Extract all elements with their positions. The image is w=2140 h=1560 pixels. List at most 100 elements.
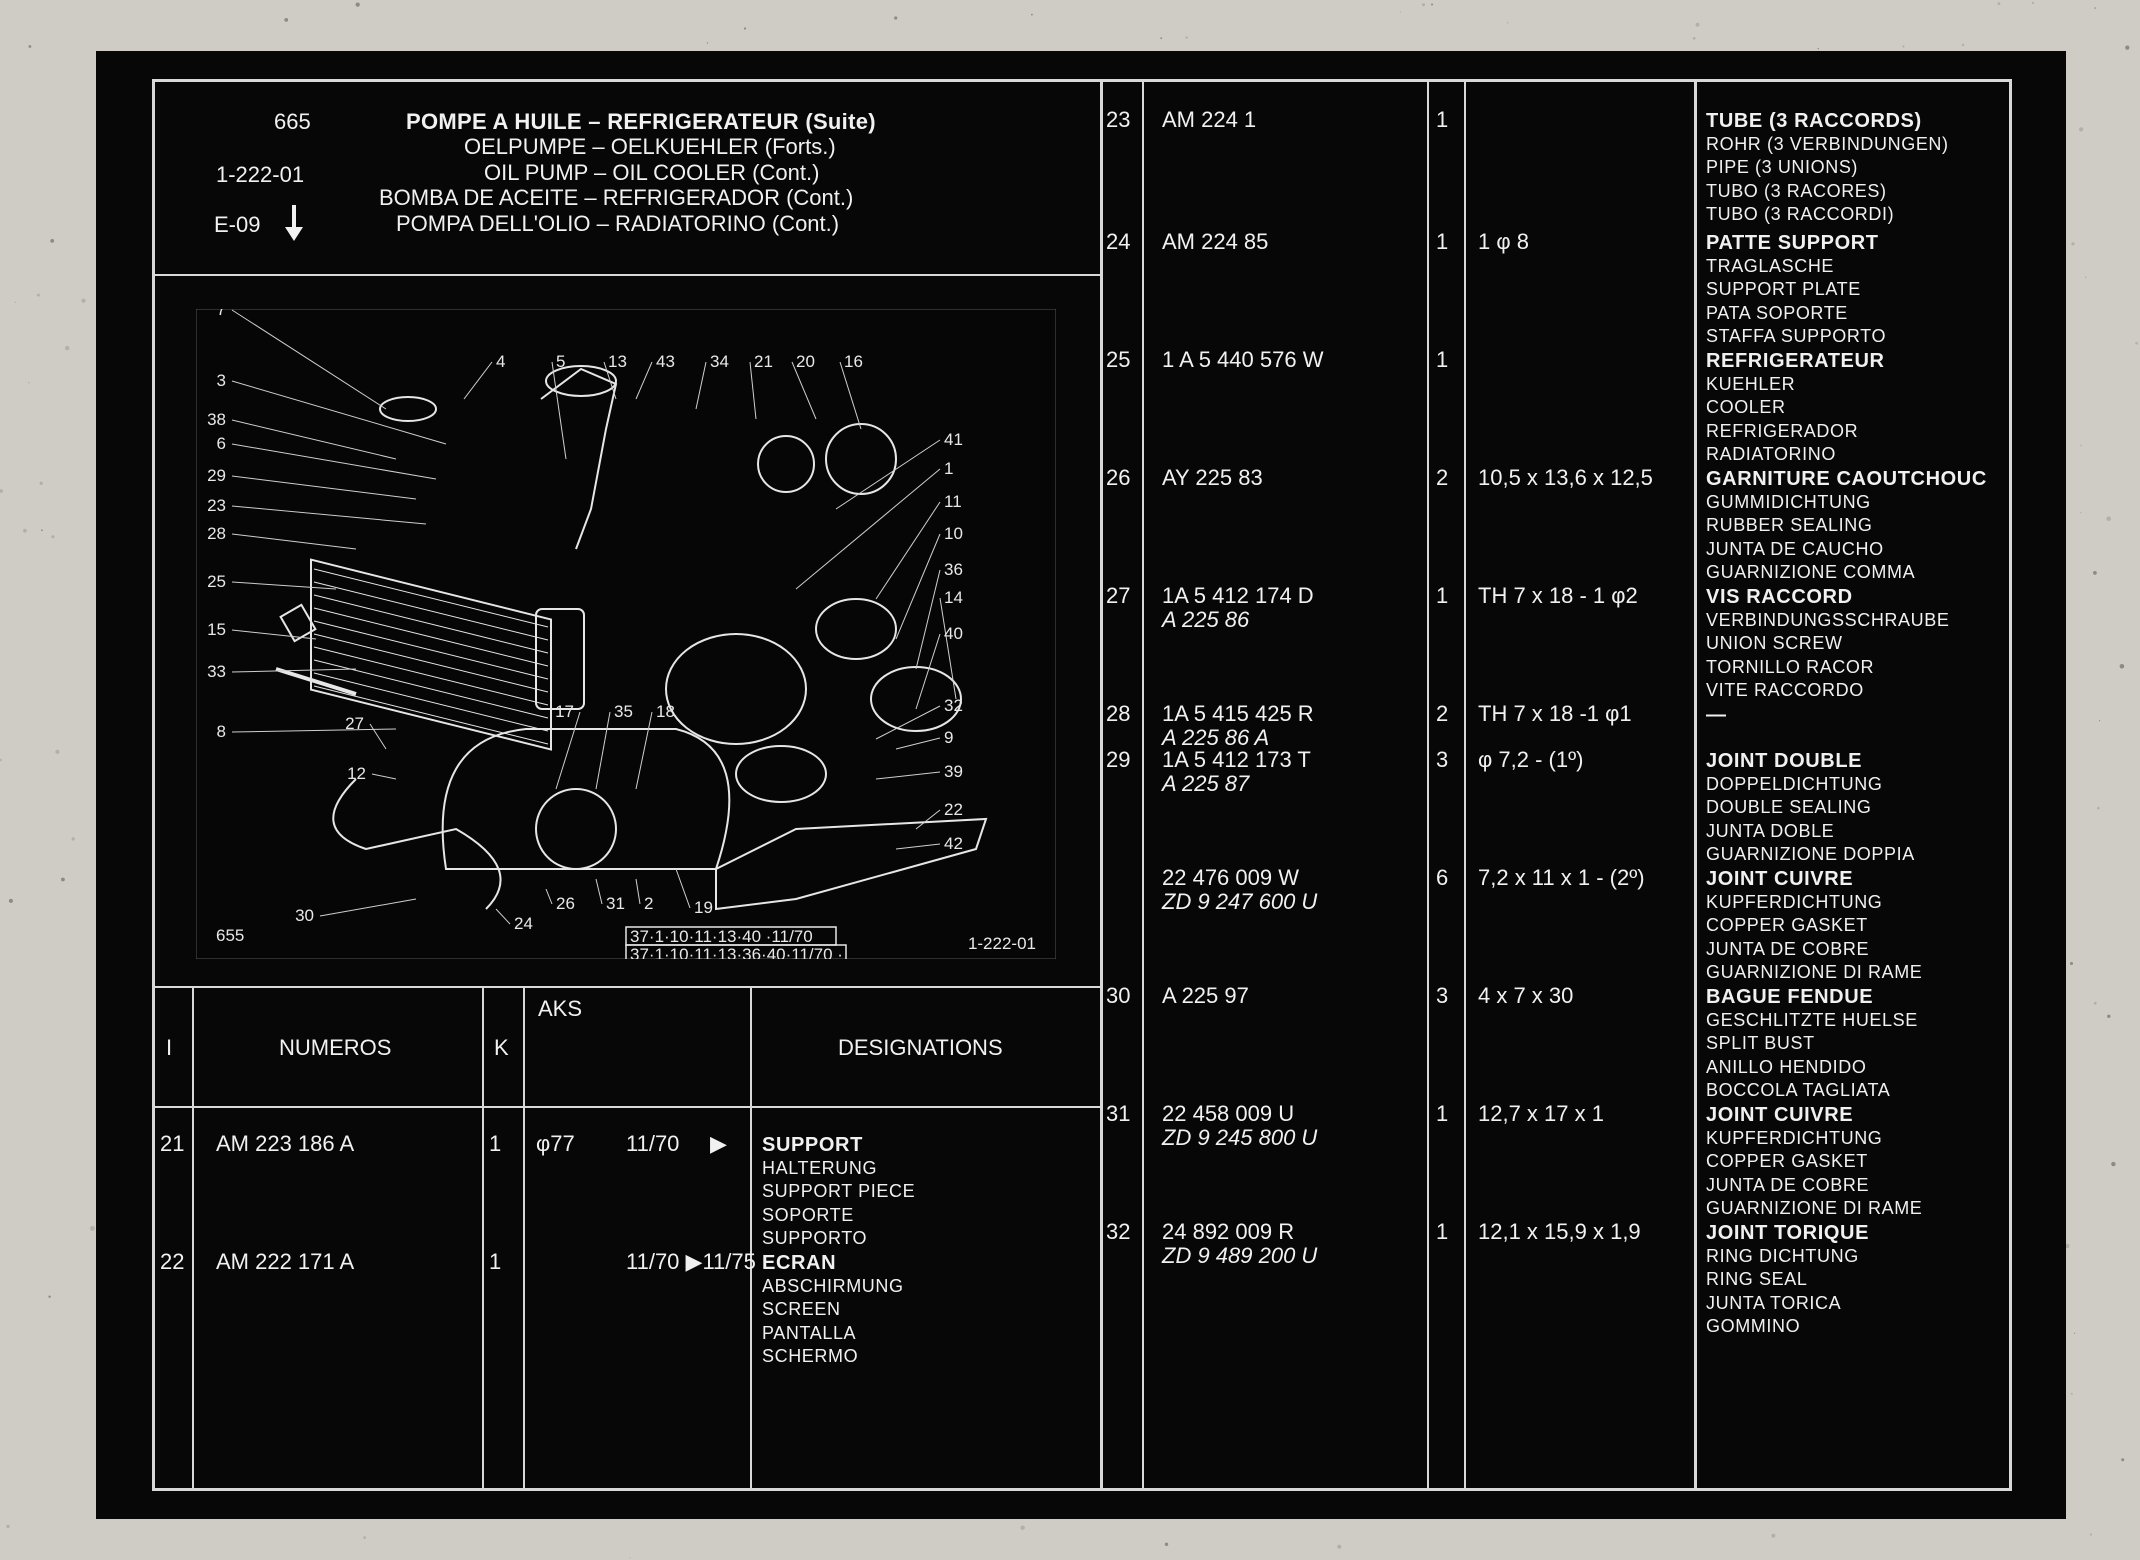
quantity: 1: [1436, 583, 1449, 608]
callout-leader: [231, 443, 437, 480]
paper-speck: [14, 301, 17, 304]
paper-speck: [55, 749, 60, 754]
part-number: 1 A 5 440 576 W: [1162, 347, 1324, 372]
designation-translation: UNION SCREW: [1706, 633, 1843, 654]
pump-cover-part: [815, 598, 897, 660]
callout-leader: [231, 380, 447, 445]
callout-leader: [231, 728, 397, 733]
callout-leader: [495, 908, 511, 925]
title-german: OELPUMPE – OELKUEHLER (Forts.): [464, 134, 836, 159]
designation-translation: VERBINDUNGSSCHRAUBE: [1706, 609, 1950, 630]
part-number: A 225 97: [1162, 983, 1249, 1008]
quantity: 1: [1436, 1219, 1449, 1244]
designation-primary: BAGUE FENDUE: [1706, 986, 1874, 1008]
cooler-fin-part: [313, 620, 549, 680]
aks-dimension: φ 7,2 - (1º): [1478, 747, 1584, 772]
quantity: 1: [1436, 1101, 1449, 1126]
paper-speck: [2125, 45, 2130, 50]
designation-translation: TUBO (3 RACORES): [1706, 180, 1887, 201]
designation-translation: DOUBLE SEALING: [1706, 797, 1872, 818]
paper-speck: [8, 898, 13, 903]
part-callout-label: 19: [694, 898, 713, 917]
callout-leader: [915, 633, 941, 710]
quantity: 3: [1436, 983, 1449, 1008]
part-callout-label: 28: [207, 524, 226, 543]
oil-cooler-part: [310, 558, 552, 751]
callout-leader: [231, 505, 427, 525]
designation-primary: SUPPORT: [762, 1134, 863, 1156]
callout-leader: [555, 711, 581, 790]
paper-speck: [1337, 1544, 1342, 1549]
part-callout-label: 7: [217, 309, 226, 319]
title-english: OIL PUMP – OIL COOLER (Cont.): [484, 160, 820, 185]
paper-speck: [1431, 3, 1433, 6]
part-callout-label: 16: [844, 352, 863, 371]
paper-speck: [1817, 47, 1820, 50]
part-number-alternate: ZD 9 247 600 U: [1162, 889, 1318, 914]
designation-translation: GUARNIZIONE COMMA: [1706, 562, 1916, 583]
aks-dimension: 1 φ 8: [1478, 229, 1529, 254]
designation-primary: REFRIGERATEUR: [1706, 350, 1885, 372]
callout-leader: [231, 581, 337, 590]
designation-translation: RING SEAL: [1706, 1269, 1808, 1290]
designation-translation: JUNTA DOBLE: [1706, 820, 1835, 841]
cooler-fin-part: [313, 633, 549, 693]
callout-leader: [895, 843, 941, 850]
designation-primary: JOINT CUIVRE: [1706, 1104, 1854, 1126]
paper-speck: [2064, 1243, 2070, 1249]
part-callout-label: 15: [207, 620, 226, 639]
designation-translation: COPPER GASKET: [1706, 915, 1868, 936]
part-callout-label: 31: [606, 894, 625, 913]
cooler-fin-part: [313, 607, 549, 667]
designation-primary: GARNITURE CAOUTCHOUC: [1706, 468, 1987, 490]
paper-speck: [2070, 962, 2073, 965]
part-number: 1A 5 412 174 D: [1162, 583, 1314, 608]
part-number: 24 892 009 R: [1162, 1219, 1295, 1244]
column-header-aks: AKS: [538, 996, 583, 1021]
item-index: 21: [160, 1131, 185, 1156]
cooler-fin-part: [313, 594, 549, 654]
quantity: 1: [1436, 107, 1449, 132]
paper-speck: [2070, 1392, 2073, 1395]
paper-speck: [81, 298, 86, 303]
designation-primary: ECRAN: [762, 1252, 837, 1274]
paper-speck: [2089, 1533, 2092, 1536]
part-callout-label: 42: [944, 834, 963, 853]
paper-speck: [41, 529, 43, 532]
quantity: 2: [1436, 701, 1449, 726]
paper-speck: [6, 1524, 10, 1529]
part-callout-label: 18: [656, 702, 675, 721]
part-number: AM 222 171 A: [216, 1249, 355, 1274]
paper-speck: [1164, 1542, 1169, 1547]
callout-leader: [839, 361, 862, 430]
part-callout-label: 4: [496, 352, 505, 371]
strainer-part: [735, 745, 827, 803]
reference-code: 1-222-01: [216, 162, 305, 187]
aks-date: 11/70 ▶11/75: [626, 1249, 756, 1274]
part-number-alternate: A 225 86: [1162, 607, 1250, 632]
quantity: 1: [1436, 347, 1449, 372]
paper-speck: [1997, 2, 2001, 6]
cooler-fin-part: [313, 659, 549, 719]
designation-translation: JUNTA DE COBRE: [1706, 1174, 1870, 1195]
designation-translation: SUPPORT PLATE: [1706, 279, 1861, 300]
designation-translation: SUPPORT PIECE: [762, 1181, 916, 1201]
aks-dimension: TH 7 x 18 -1 φ1: [1478, 701, 1632, 726]
filter-element-part: [825, 423, 897, 495]
designation-translation: RADIATORINO: [1706, 444, 1836, 465]
paper-speck: [2094, 7, 2096, 9]
paper-speck: [1160, 37, 1163, 40]
oil-pipe-part: [332, 778, 502, 910]
paper-speck: [2111, 1161, 2116, 1167]
quantity: 1: [1436, 229, 1449, 254]
designation-translation: RUBBER SEALING: [1706, 515, 1873, 536]
title-spanish: BOMBA DE ACEITE – REFRIGERADOR (Cont.): [379, 185, 854, 210]
designation-translation: JUNTA TORICA: [1706, 1292, 1842, 1313]
part-callout-label: 29: [207, 466, 226, 485]
paper-speck: [2080, 444, 2082, 447]
callout-leader: [595, 711, 611, 790]
item-index: 22: [160, 1249, 185, 1274]
paper-speck: [23, 528, 27, 533]
paper-speck: [284, 18, 289, 22]
designation-translation: COOLER: [1706, 397, 1786, 418]
